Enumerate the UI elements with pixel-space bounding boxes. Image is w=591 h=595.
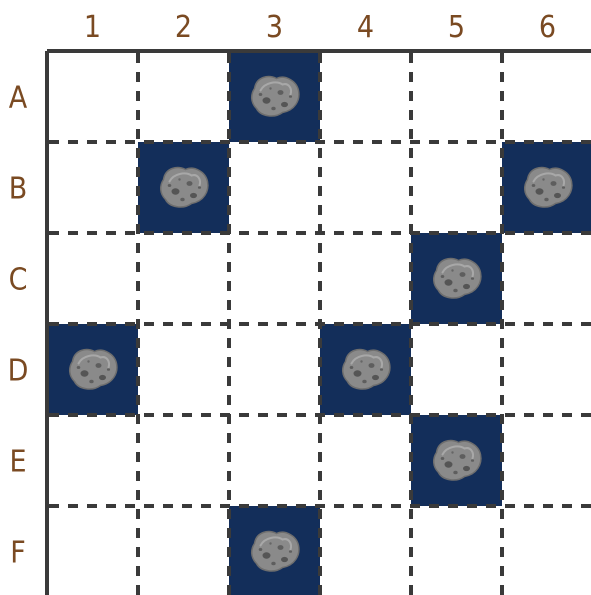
asteroid-cell-C5[interactable] <box>411 233 502 324</box>
asteroid-cell-B6[interactable] <box>502 142 591 233</box>
row-label-F: F <box>10 536 26 571</box>
grid-lines <box>47 51 591 595</box>
column-label-5: 5 <box>448 10 465 45</box>
column-label-6: 6 <box>539 10 556 45</box>
column-label-2: 2 <box>175 10 192 45</box>
asteroid-cell-F3[interactable] <box>229 506 320 595</box>
row-label-E: E <box>9 445 26 480</box>
column-label-4: 4 <box>357 10 374 45</box>
column-label-1: 1 <box>84 10 101 45</box>
row-label-B: B <box>9 172 28 207</box>
row-label-C: C <box>9 263 28 298</box>
column-label-3: 3 <box>266 10 283 45</box>
asteroid-cell-B2[interactable] <box>138 142 229 233</box>
asteroid-cell-D1[interactable] <box>47 324 138 415</box>
row-label-A: A <box>9 81 28 116</box>
asteroid-cell-D4[interactable] <box>320 324 411 415</box>
asteroid-cell-E5[interactable] <box>411 415 502 506</box>
asteroid-cell-A3[interactable] <box>229 51 320 142</box>
row-label-D: D <box>8 354 29 389</box>
